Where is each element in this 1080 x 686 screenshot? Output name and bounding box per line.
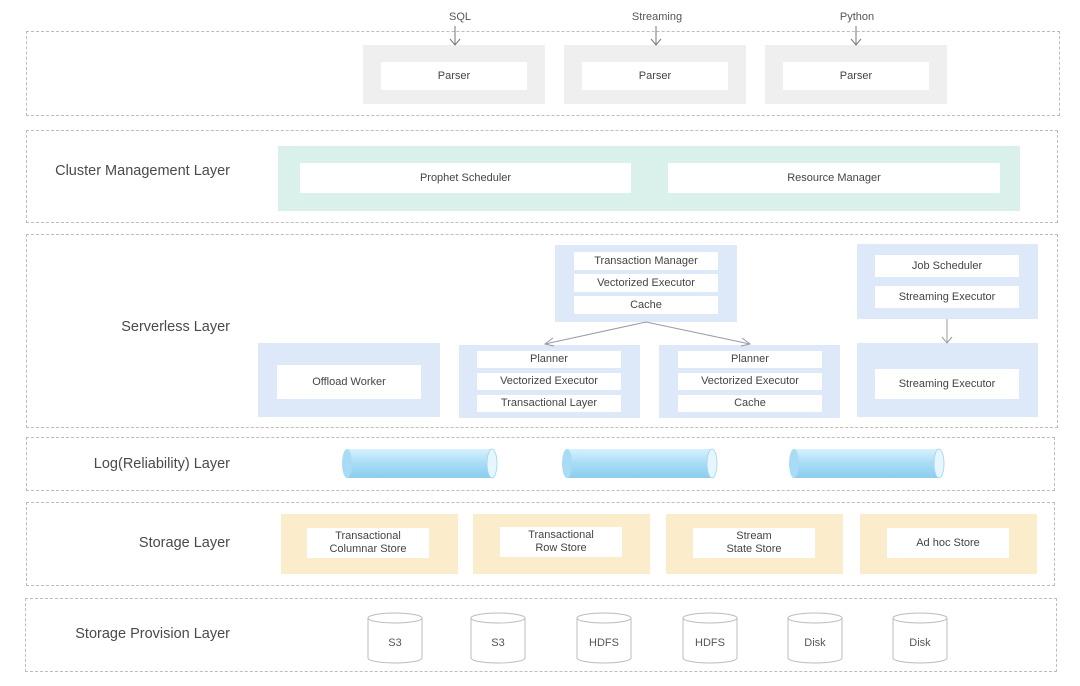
log-cylinder-3 <box>789 448 945 479</box>
columnar-store-line2: Columnar Store <box>329 543 407 555</box>
stream-state-store-line2: State Store <box>726 543 782 555</box>
storage-disk-s3-1: S3 <box>367 612 423 664</box>
columnar-store-line1: Transactional <box>335 530 401 542</box>
parser-python: Parser <box>783 62 929 90</box>
serverless-layer <box>26 234 1058 428</box>
worker2-planner: Planner <box>678 351 822 368</box>
job-streaming-executor: Streaming Executor <box>875 286 1019 308</box>
ad-hoc-store: Ad hoc Store <box>887 528 1009 558</box>
parser-sql: Parser <box>381 62 527 90</box>
provision-layer-label: Storage Provision Layer <box>75 626 230 642</box>
row-store-line2: Row Store <box>535 542 587 554</box>
arrow-python-head <box>850 38 862 46</box>
transaction-manager: Transaction Manager <box>574 252 718 270</box>
log-layer-label: Log(Reliability) Layer <box>93 456 230 472</box>
prophet-scheduler: Prophet Scheduler <box>300 163 631 193</box>
worker1-vectorized-executor: Vectorized Executor <box>477 373 621 390</box>
worker2-cache: Cache <box>678 395 822 412</box>
row-store: Transactional Row Store <box>500 527 622 557</box>
storage-disk-hdfs-4: HDFS <box>682 612 738 664</box>
arrow-sql-head <box>449 38 461 46</box>
worker2-vectorized-executor: Vectorized Executor <box>678 373 822 390</box>
serverless-layer-label: Serverless Layer <box>121 319 230 335</box>
arrow-streaming-head <box>650 38 662 46</box>
arrow-to-streaming-head <box>941 336 953 344</box>
arrow-to-worker2 <box>645 321 751 345</box>
stream-state-store: Stream State Store <box>693 528 815 558</box>
coordinator-vectorized-executor: Vectorized Executor <box>574 274 718 292</box>
log-cylinder-2 <box>562 448 718 479</box>
stream-state-store-line1: Stream <box>736 530 772 542</box>
resource-manager: Resource Manager <box>668 163 1000 193</box>
storage-disk-label: HDFS <box>695 637 725 649</box>
input-label-streaming: Streaming <box>631 11 683 23</box>
cluster-layer <box>26 130 1058 223</box>
row-store-line1: Transactional <box>528 529 594 541</box>
job-scheduler: Job Scheduler <box>875 255 1019 277</box>
storage-disk-label: Disk <box>804 637 826 649</box>
input-label-sql: SQL <box>448 11 471 23</box>
storage-disk-label: S3 <box>388 637 401 649</box>
cluster-layer-label: Cluster Management Layer <box>55 163 230 179</box>
storage-layer <box>26 502 1055 586</box>
worker1-transactional-layer: Transactional Layer <box>477 395 621 412</box>
arrow-to-worker1 <box>544 321 647 345</box>
storage-disk-disk-6: Disk <box>892 612 948 664</box>
columnar-store: Transactional Columnar Store <box>307 528 429 558</box>
storage-layer-label: Storage Layer <box>138 535 230 551</box>
offload-worker: Offload Worker <box>277 365 421 399</box>
worker1-planner: Planner <box>477 351 621 368</box>
arrow-to-worker1-head <box>543 337 555 347</box>
storage-disk-label: S3 <box>491 637 504 649</box>
streaming-executor: Streaming Executor <box>875 369 1019 399</box>
storage-disk-label: Disk <box>909 637 931 649</box>
parser-layer <box>26 31 1060 116</box>
storage-disk-s3-2: S3 <box>470 612 526 664</box>
log-cylinder-1 <box>342 448 498 479</box>
parser-streaming: Parser <box>582 62 728 90</box>
storage-disk-disk-5: Disk <box>787 612 843 664</box>
arrow-to-worker2-head <box>740 337 752 347</box>
provision-layer <box>25 598 1057 672</box>
input-label-python: Python <box>839 11 875 23</box>
storage-disk-label: HDFS <box>589 637 619 649</box>
log-layer <box>26 437 1055 491</box>
storage-disk-hdfs-3: HDFS <box>576 612 632 664</box>
coordinator-cache: Cache <box>574 296 718 314</box>
